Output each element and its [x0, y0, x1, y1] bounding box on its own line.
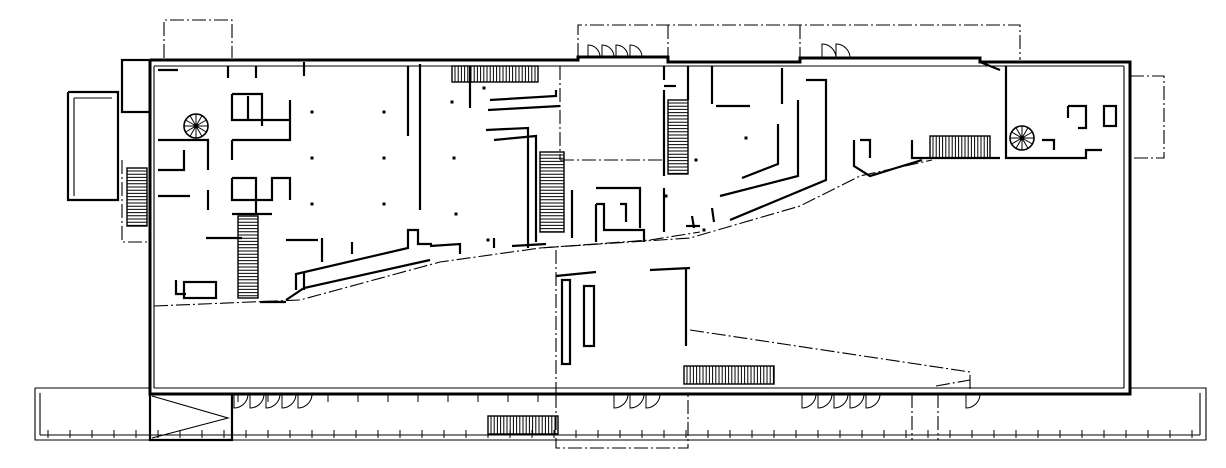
door-swing [281, 393, 297, 409]
door-swing [601, 44, 615, 58]
column [310, 110, 314, 114]
door-swing [265, 393, 281, 409]
column [310, 156, 314, 160]
column [450, 100, 454, 104]
door-swing [817, 393, 833, 409]
door-swing [821, 43, 837, 59]
door-swing [965, 393, 981, 409]
column [482, 86, 486, 90]
spiral-stair-east [1009, 125, 1035, 151]
column [486, 238, 490, 242]
north-east-stair [929, 135, 991, 159]
column [744, 136, 748, 140]
north-east-rooms [662, 66, 923, 232]
west-internal-stair [237, 215, 259, 299]
door-swing [587, 44, 601, 58]
door-swing [629, 44, 643, 58]
door-swing [833, 393, 849, 409]
door-swing [865, 393, 881, 409]
south-arcade [34, 387, 1207, 449]
spiral-stair-west [183, 113, 209, 139]
hall-stair [683, 365, 775, 385]
door-swing [801, 393, 817, 409]
spiral-newel [193, 123, 199, 129]
diagonal-walls [153, 66, 933, 394]
northwest-rooms [158, 62, 422, 300]
column [454, 212, 458, 216]
door-swing [849, 393, 865, 409]
north-canopies [163, 19, 1165, 159]
column [452, 156, 456, 160]
column [382, 202, 386, 206]
door-swing [835, 43, 851, 59]
central-stair [539, 151, 565, 233]
column-grid [310, 86, 748, 242]
column [702, 228, 706, 232]
east-room [910, 60, 1118, 160]
spiral-newel [1019, 135, 1025, 141]
doors [233, 43, 981, 409]
north-stair-b [667, 99, 689, 175]
door-swing [645, 393, 661, 409]
column [664, 194, 668, 198]
door-swing [615, 44, 629, 58]
column [382, 110, 386, 114]
door-swing [613, 393, 629, 409]
door-swing [629, 393, 645, 409]
central-stair-block [468, 66, 646, 248]
west-annex [66, 58, 152, 243]
door-swing [297, 393, 313, 409]
north-stair-a [451, 65, 539, 83]
door-swing [249, 393, 265, 409]
central-hall-elements [555, 266, 971, 390]
column [382, 156, 386, 160]
west-entry-stair [126, 167, 148, 227]
column [310, 202, 314, 206]
south-arcade-stair [487, 415, 559, 435]
arcade-posts [47, 394, 1193, 438]
column [694, 158, 698, 162]
door-swing [233, 393, 249, 409]
